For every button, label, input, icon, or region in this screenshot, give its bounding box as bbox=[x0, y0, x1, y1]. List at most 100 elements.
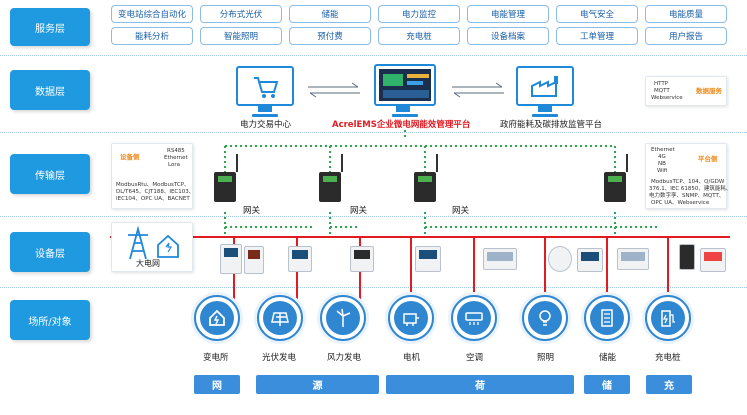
wind-meter-icon bbox=[350, 246, 374, 272]
platform-side-protocol-list: 376.1、IEC 61850、建筑能耗、 bbox=[649, 186, 732, 192]
data-service-label: 数据服务 bbox=[696, 87, 722, 95]
trading-center-monitor-icon bbox=[236, 66, 294, 112]
din-meter-icon bbox=[617, 248, 649, 270]
service-prepaid[interactable]: 预付费 bbox=[289, 27, 371, 45]
ev-charger-icon bbox=[661, 310, 675, 327]
tag-source: 源 bbox=[256, 375, 379, 394]
service-distributed-pv[interactable]: 分布式光伏 bbox=[200, 5, 282, 23]
protocol-rs485: RS485 bbox=[167, 148, 185, 154]
house-power-icon bbox=[209, 309, 225, 326]
protocol-ethernet: Ethernet bbox=[651, 147, 675, 153]
service-electrical-safety[interactable]: 电气安全 bbox=[556, 5, 638, 23]
grid-label: 大电网 bbox=[136, 259, 160, 268]
antenna-icon bbox=[436, 154, 438, 172]
platform-side-protocol-list: 电力数字孪、SNMP、MQTT、 bbox=[649, 193, 725, 199]
device-side-label: 设备侧 bbox=[120, 153, 140, 161]
platform-label: AcrelEMS企业微电网能效管理平台 bbox=[332, 120, 471, 130]
layer-label-data: 数据层 bbox=[10, 70, 90, 110]
charging-pile-site[interactable] bbox=[645, 295, 691, 341]
service-power-monitoring[interactable]: 电力监控 bbox=[378, 5, 460, 23]
tag-grid: 网 bbox=[194, 375, 240, 394]
protocol-webservice: Webservice bbox=[651, 95, 683, 101]
service-work-order[interactable]: 工单管理 bbox=[556, 27, 638, 45]
protocol-ethernet: Ethernet bbox=[164, 155, 188, 161]
prepaid-meter-icon bbox=[700, 248, 726, 272]
device-side-protocol-list: DL/T645、CJT188、IEC103、 bbox=[116, 189, 195, 195]
antenna-icon bbox=[236, 154, 238, 172]
site-label-lighting: 照明 bbox=[537, 353, 555, 363]
separator bbox=[0, 287, 747, 288]
wind-turbine-icon bbox=[336, 308, 351, 327]
site-label-pv: 光伏发电 bbox=[262, 353, 297, 363]
air-conditioner-site[interactable] bbox=[451, 295, 497, 341]
air-conditioner-icon bbox=[465, 312, 483, 325]
layer-label-transport: 传输层 bbox=[10, 154, 90, 194]
protection-device-icon bbox=[244, 246, 264, 274]
grid-card: 大电网 bbox=[111, 222, 193, 272]
wind-site[interactable] bbox=[320, 295, 366, 341]
lighting-sensor-icon bbox=[548, 246, 572, 272]
power-tower-icon bbox=[128, 225, 179, 260]
pv-site[interactable] bbox=[257, 295, 303, 341]
bidirectional-arrow-icon bbox=[308, 82, 360, 98]
platform-side-protocol-list: ModbusTCP、104、Q/GDW bbox=[651, 179, 725, 185]
site-label-wind: 风力发电 bbox=[327, 353, 362, 363]
service-energy-management[interactable]: 电能管理 bbox=[467, 5, 549, 23]
light-bulb-icon bbox=[539, 310, 551, 326]
separator bbox=[0, 216, 747, 217]
antenna-icon bbox=[626, 154, 628, 172]
protocol-4g: 4G bbox=[658, 154, 666, 160]
protection-device-icon bbox=[220, 244, 242, 274]
bidirectional-arrow-icon bbox=[452, 82, 504, 98]
government-platform-monitor-icon bbox=[516, 66, 574, 112]
site-label-charging-pile: 充电桩 bbox=[655, 353, 681, 363]
gateway-label: 网关 bbox=[452, 206, 470, 216]
factory-icon bbox=[531, 76, 558, 97]
gateway-device-icon bbox=[319, 172, 341, 202]
motor-icon bbox=[403, 313, 419, 326]
monitor-base bbox=[392, 114, 418, 117]
platform-side-protocol-list: OPC UA、Webservice bbox=[651, 200, 710, 206]
device-side-protocol-list: ModbusRtu、ModbusTCP、 bbox=[116, 182, 190, 188]
site-label-air-conditioner: 空调 bbox=[466, 353, 484, 363]
service-smart-lighting[interactable]: 智能照明 bbox=[200, 27, 282, 45]
service-power-quality[interactable]: 电能质量 bbox=[645, 5, 727, 23]
tag-load: 荷 bbox=[386, 375, 574, 394]
tag-storage: 储 bbox=[584, 375, 630, 394]
motor-site[interactable] bbox=[388, 295, 434, 341]
site-label-storage: 储能 bbox=[599, 353, 617, 363]
layer-label-device: 设备层 bbox=[10, 232, 90, 272]
device-side-protocol-list: IEC104、OPC UA、BACNET bbox=[116, 196, 190, 202]
tag-charging: 充 bbox=[646, 375, 692, 394]
device-side-card: RS485 Ethernet Lora 设备侧 ModbusRtu、Modbus… bbox=[111, 143, 195, 209]
separator bbox=[0, 55, 747, 56]
pv-meter-icon bbox=[288, 246, 312, 272]
service-equipment-archive[interactable]: 设备档案 bbox=[467, 27, 549, 45]
site-label-motor: 电机 bbox=[403, 353, 421, 363]
platform-side-label: 平台侧 bbox=[698, 155, 718, 163]
service-user-report[interactable]: 用户报告 bbox=[645, 27, 727, 45]
antenna-icon bbox=[341, 154, 343, 172]
government-platform-label: 政府能耗及碳排放监管平台 bbox=[500, 120, 603, 130]
storage-site[interactable] bbox=[584, 295, 630, 341]
protocol-nb: NB bbox=[658, 161, 666, 167]
substation-site[interactable] bbox=[194, 295, 240, 341]
motor-protector-icon bbox=[415, 246, 441, 272]
gateway-device-icon bbox=[214, 172, 236, 202]
site-label-substation: 变电所 bbox=[203, 353, 229, 363]
service-substation-automation[interactable]: 变电站综合自动化 bbox=[111, 5, 193, 23]
monitor-base bbox=[532, 114, 558, 117]
service-energy-storage[interactable]: 储能 bbox=[289, 5, 371, 23]
storage-meter-icon bbox=[577, 248, 603, 272]
service-energy-analysis[interactable]: 能耗分析 bbox=[111, 27, 193, 45]
lighting-site[interactable] bbox=[522, 295, 568, 341]
gateway-device-icon bbox=[414, 172, 436, 202]
service-charging-pile[interactable]: 充电桩 bbox=[378, 27, 460, 45]
charger-module-icon bbox=[679, 244, 695, 270]
gateway-label: 网关 bbox=[243, 206, 261, 216]
monitor-base bbox=[252, 114, 278, 117]
platform-side-card: Ethernet 4G NB Wifi 平台侧 ModbusTCP、104、Q/… bbox=[645, 143, 731, 209]
layer-label-site: 场所/对象 bbox=[10, 300, 90, 340]
protocol-lora: Lora bbox=[168, 162, 180, 168]
